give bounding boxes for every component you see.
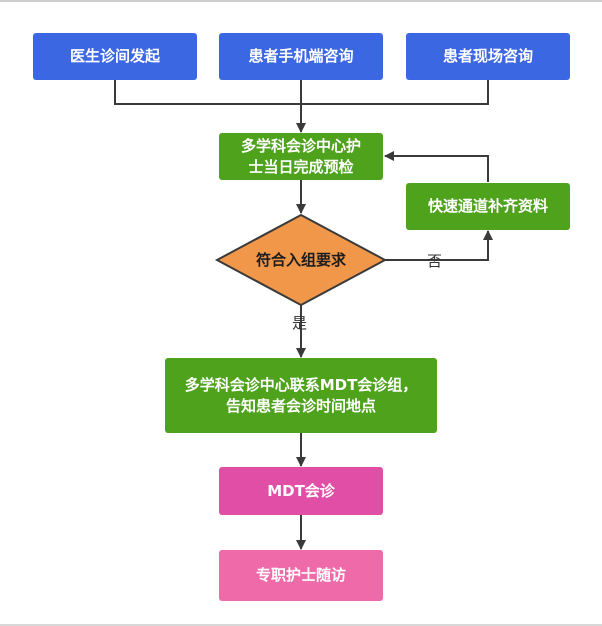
decision-label: 符合入组要求 bbox=[255, 251, 346, 269]
node-fast-channel: 快速通道补齐资料 bbox=[406, 183, 570, 230]
decision-diamond bbox=[214, 213, 388, 307]
connector-fast-to-precheck bbox=[384, 151, 489, 182]
node-doctor-initiated: 医生诊间发起 bbox=[33, 33, 197, 80]
node-mdt-consult: MDT会诊 bbox=[219, 467, 383, 515]
edge-label-yes: 是 bbox=[292, 314, 308, 332]
node-patient-onsite: 患者现场咨询 bbox=[406, 33, 570, 80]
connector-onsite-to-merge bbox=[301, 80, 489, 105]
edge-label-no: 否 bbox=[427, 252, 443, 270]
connector-decision-no bbox=[385, 230, 493, 261]
node-contact-mdt: 多学科会诊中心联系MDT会诊组，告知患者会诊时间地点 bbox=[165, 358, 437, 433]
node-follow-up: 专职护士随访 bbox=[219, 550, 383, 601]
node-nurse-precheck: 多学科会诊中心护士当日完成预检 bbox=[219, 133, 383, 180]
connector-doctor-to-merge bbox=[114, 80, 301, 105]
bottom-border bbox=[0, 624, 602, 626]
top-border bbox=[0, 0, 602, 2]
node-patient-mobile: 患者手机端咨询 bbox=[219, 33, 383, 80]
